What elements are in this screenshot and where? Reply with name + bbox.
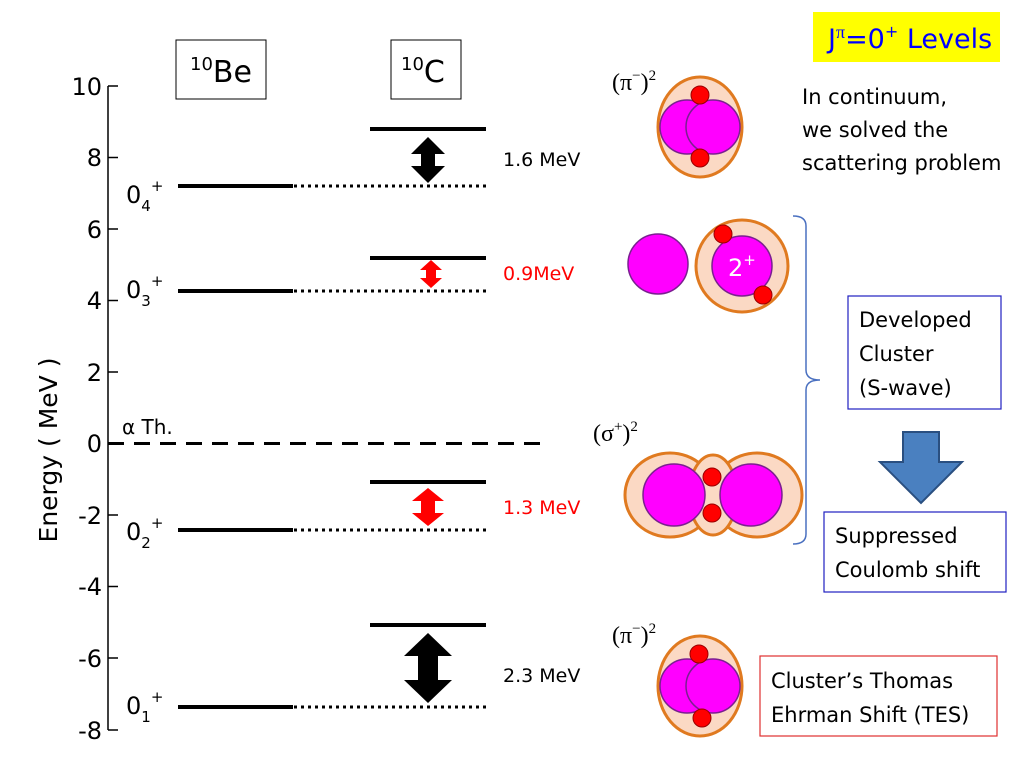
shift-arrow-2 (420, 260, 442, 288)
level-label-04: 04+ (126, 177, 163, 215)
developed-cluster-box (847, 295, 1002, 410)
y-tick-label: -6 (78, 645, 102, 673)
be-level-dotted (294, 184, 490, 709)
developed-line-2: Cluster (859, 342, 934, 366)
shift-arrow-4 (404, 633, 452, 703)
y-axis (107, 85, 118, 731)
cluster-sigma (623, 451, 804, 539)
be-levels (178, 184, 293, 709)
y-tick-label: 2 (87, 359, 102, 387)
down-arrow-icon (877, 431, 965, 505)
shift-arrow-1 (411, 137, 445, 183)
svg-text:In continuum,: In continuum, (802, 85, 947, 109)
shift-label-2: 0.9MeV (503, 263, 574, 285)
cluster-developed: 2+ (627, 218, 790, 314)
level-label-01: 01+ (126, 688, 163, 726)
tes-box (759, 655, 998, 737)
suppressed-box (823, 511, 1007, 593)
y-tick-label: -4 (78, 573, 102, 601)
svg-text:we solved the: we solved the (802, 118, 948, 142)
y-tick-label: 8 (87, 144, 102, 172)
cluster-pi-bottom (656, 634, 744, 738)
y-tick-label: 10 (71, 73, 102, 101)
bracket (792, 215, 821, 545)
developed-line-1: Developed (859, 308, 972, 332)
level-label-02: 02+ (126, 514, 163, 552)
y-axis-label: Energy ( MeV ) (34, 358, 63, 543)
y-tick-label: 6 (87, 216, 102, 244)
shift-arrow-3 (412, 488, 444, 526)
shift-label-3: 1.3 MeV (503, 497, 580, 519)
cluster-2plus-label: 2+ (728, 251, 756, 282)
header-be-box (175, 39, 267, 100)
header-c-box (390, 39, 462, 100)
tes-line-1: Cluster’s Thomas (771, 669, 953, 693)
tes-line-2: Ehrman Shift (TES) (771, 703, 969, 727)
title-box (813, 12, 1000, 62)
shift-label-4: 2.3 MeV (503, 665, 580, 687)
header-be: 10Be (190, 54, 252, 90)
orbital-label-pi-top: (π−)2 (612, 68, 656, 96)
shift-label-1: 1.6 MeV (503, 149, 580, 171)
y-tick-label: 4 (87, 287, 102, 315)
orbital-label-pi-bottom: (π−)2 (612, 621, 656, 649)
y-tick-labels: 10 8 6 4 2 0 -2 -4 -6 -8 (71, 73, 102, 745)
y-tick-label: 0 (87, 430, 102, 458)
alpha-threshold-label: α Th. (122, 415, 173, 439)
header-c: 10C (401, 54, 445, 90)
suppressed-line-1: Suppressed (835, 524, 958, 548)
c-levels (370, 127, 486, 627)
svg-text:scattering problem: scattering problem (802, 151, 1001, 175)
level-label-03: 03+ (126, 272, 163, 310)
y-tick-label: -8 (78, 717, 102, 745)
developed-line-3: (S-wave) (859, 376, 952, 400)
cluster-pi-top (656, 75, 744, 179)
title-text: Jπ=0+ Levels (826, 22, 992, 55)
continuum-note: In continuum, we solved the scattering p… (802, 85, 1001, 175)
y-tick-label: -2 (78, 502, 102, 530)
orbital-label-sigma: (σ+)2 (593, 419, 638, 447)
suppressed-line-2: Coulomb shift (835, 558, 980, 582)
